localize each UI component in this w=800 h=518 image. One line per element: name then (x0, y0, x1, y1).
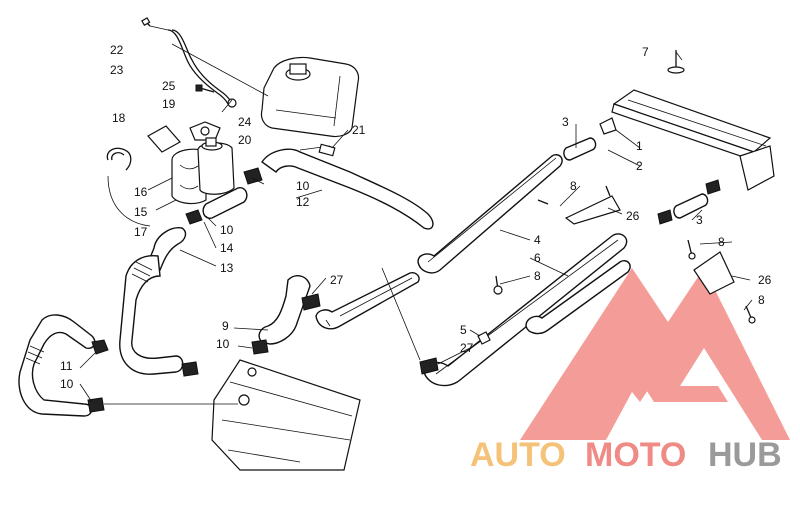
bolt-7 (667, 50, 685, 74)
heat-exchanger-4 (417, 154, 563, 274)
leader-line (171, 43, 269, 97)
label-17: 17 (134, 225, 148, 239)
label-14: 14 (220, 241, 234, 255)
label-8-d: 8 (758, 293, 765, 307)
label-10-d: 10 (60, 377, 74, 391)
label-25: 25 (162, 79, 176, 93)
label-20: 20 (238, 133, 252, 147)
tunnel-panel (211, 359, 361, 471)
heat-exchanger-1 (611, 89, 775, 191)
watermark-moto: MOTO (585, 436, 686, 474)
leader-lines (79, 51, 753, 403)
bracket-26a (564, 195, 621, 225)
label-10-b: 10 (220, 223, 234, 237)
clamp-27b (419, 357, 439, 375)
hose-9 (258, 275, 311, 345)
reservoir-tank (260, 56, 360, 138)
watermark-logo (520, 268, 790, 440)
watermark-hub: HUB (708, 436, 782, 474)
clamp-10a (243, 167, 263, 185)
label-8-c: 8 (718, 235, 725, 249)
vent-tube-assembly (141, 17, 232, 105)
heat-exchanger-left (315, 272, 420, 330)
label-plate (147, 125, 181, 153)
label-27-b: 27 (460, 341, 474, 355)
clamp-10b (185, 209, 203, 225)
clamp-27a (301, 293, 321, 311)
screws-8 (493, 185, 756, 324)
fitting-5 (477, 331, 491, 345)
label-8-a: 8 (570, 179, 577, 193)
label-26-b: 26 (758, 273, 772, 287)
label-19: 19 (162, 97, 176, 111)
label-15: 15 (134, 205, 148, 219)
label-6: 6 (534, 251, 541, 265)
watermark-text: AUTO MOTO HUB (470, 436, 782, 474)
label-21: 21 (352, 123, 366, 137)
part-labels: 22 23 25 19 24 18 20 21 16 15 17 10 12 1… (60, 43, 772, 391)
label-8-b: 8 (534, 269, 541, 283)
label-2: 2 (636, 159, 643, 173)
label-27-a: 27 (330, 273, 344, 287)
label-3-a: 3 (562, 115, 569, 129)
leader-line-center (381, 267, 421, 361)
bracket-26b (693, 251, 735, 295)
fasteners-upper (195, 84, 237, 108)
gasket (189, 121, 221, 141)
hose-upper (261, 148, 434, 230)
label-23: 23 (110, 63, 124, 77)
watermark-logo-triangle (520, 268, 790, 440)
heat-exchanger-mid (525, 260, 631, 335)
label-26-a: 26 (626, 209, 640, 223)
label-11: 11 (60, 359, 73, 373)
label-22: 22 (110, 43, 124, 57)
canister (171, 137, 235, 205)
clamp-ring (106, 147, 132, 171)
label-13: 13 (220, 261, 234, 275)
hose-11 (18, 314, 96, 417)
label-18: 18 (112, 111, 126, 125)
label-3-b: 3 (696, 213, 703, 227)
coupler-3b (657, 179, 721, 225)
label-4: 4 (534, 233, 541, 247)
fitting-21 (318, 143, 336, 157)
label-10-c: 10 (216, 337, 230, 351)
label-5: 5 (460, 323, 467, 337)
label-10-a: 10 (296, 179, 310, 193)
label-12: 12 (296, 195, 310, 209)
label-16: 16 (134, 185, 148, 199)
label-9: 9 (222, 319, 229, 333)
watermark-auto: AUTO (470, 436, 566, 474)
label-24: 24 (238, 115, 252, 129)
clamp-10-lower (87, 339, 199, 413)
hose-14 (202, 187, 248, 219)
coupler-3a (563, 117, 617, 161)
clamp-10c (251, 339, 269, 355)
hose-13 (119, 227, 187, 375)
label-1: 1 (636, 139, 643, 153)
label-7: 7 (642, 45, 649, 59)
